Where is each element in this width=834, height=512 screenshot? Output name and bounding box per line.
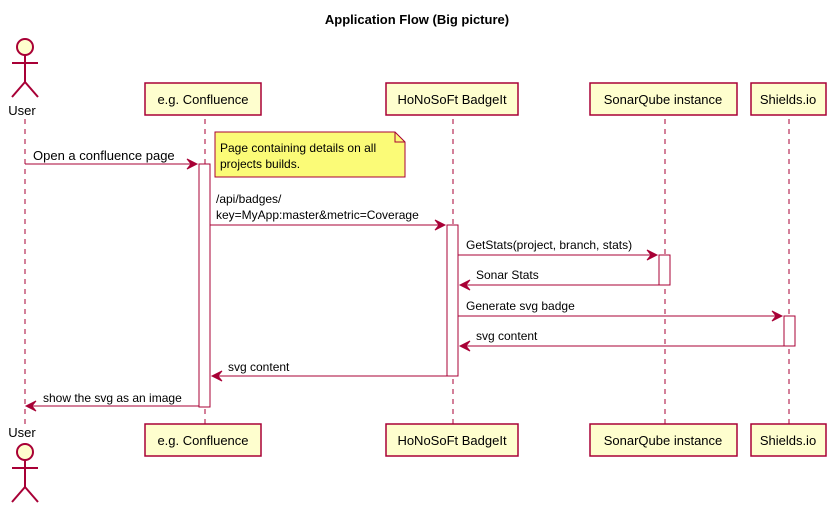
participant-badgeit-label-bottom: HoNoSoFt BadgeIt <box>397 433 507 448</box>
participant-shields: Shields.io <box>750 82 827 116</box>
user-actor-label-bottom: User <box>8 425 36 440</box>
message-svg-content-badgeit-label: svg content <box>228 360 290 374</box>
participant-sonar: SonarQube instance <box>589 82 738 116</box>
participant-confluence-bottom: e.g. Confluence <box>144 423 262 457</box>
message-api-badges-label-1: /api/badges/ <box>216 192 282 206</box>
user-actor-label: User <box>8 103 36 118</box>
participant-badgeit-bottom: HoNoSoFt BadgeIt <box>385 423 519 457</box>
message-open-confluence: Open a confluence page <box>25 148 199 170</box>
user-actor-bottom: User <box>8 425 39 503</box>
user-actor-top: User <box>8 38 39 118</box>
message-svg-content-badgeit: svg content <box>210 360 447 382</box>
messages: Open a confluence page /api/badges/ key=… <box>24 148 784 412</box>
participant-sonar-label: SonarQube instance <box>604 92 723 107</box>
note: Page containing details on all projects … <box>214 131 406 178</box>
message-svg-content-shields: svg content <box>458 329 784 352</box>
note-line-2: projects builds. <box>220 157 300 171</box>
participant-shields-label-bottom: Shields.io <box>760 433 816 448</box>
activation-sonar <box>658 254 671 286</box>
activation-shields <box>783 315 796 347</box>
participant-sonar-label-bottom: SonarQube instance <box>604 433 723 448</box>
activation-bars <box>198 163 796 408</box>
message-api-badges: /api/badges/ key=MyApp:master&metric=Cov… <box>210 192 447 231</box>
participant-confluence-label-bottom: e.g. Confluence <box>157 433 248 448</box>
message-generate-badge-label: Generate svg badge <box>466 299 575 313</box>
participant-confluence-label: e.g. Confluence <box>157 92 248 107</box>
activation-badgeit <box>446 224 459 377</box>
message-api-badges-label-2: key=MyApp:master&metric=Coverage <box>216 208 419 222</box>
activation-confluence <box>198 163 211 408</box>
participant-shields-label: Shields.io <box>760 92 816 107</box>
message-svg-content-shields-label: svg content <box>476 329 538 343</box>
message-getstats: GetStats(project, branch, stats) <box>458 238 659 261</box>
participant-shields-bottom: Shields.io <box>750 423 827 457</box>
message-sonar-stats: Sonar Stats <box>458 268 659 291</box>
lifelines <box>24 119 790 425</box>
user-actor-icon-bottom <box>11 443 39 503</box>
diagram-title: Application Flow (Big picture) <box>325 12 509 27</box>
message-show-svg: show the svg as an image <box>24 391 199 412</box>
message-generate-badge: Generate svg badge <box>458 299 784 322</box>
message-getstats-label: GetStats(project, branch, stats) <box>466 238 632 252</box>
user-actor-icon <box>11 38 39 98</box>
message-open-confluence-label: Open a confluence page <box>33 148 175 163</box>
participants-bottom: User e.g. Confluence HoNoSoFt BadgeIt So… <box>8 423 827 503</box>
note-line-1: Page containing details on all <box>220 141 376 155</box>
message-sonar-stats-label: Sonar Stats <box>476 268 539 282</box>
participants-top: User e.g. Confluence HoNoSoFt BadgeIt So… <box>8 38 827 118</box>
participant-confluence: e.g. Confluence <box>144 82 262 116</box>
participant-sonar-bottom: SonarQube instance <box>589 423 738 457</box>
participant-badgeit: HoNoSoFt BadgeIt <box>385 82 519 116</box>
participant-badgeit-label: HoNoSoFt BadgeIt <box>397 92 507 107</box>
message-show-svg-label: show the svg as an image <box>43 391 182 405</box>
